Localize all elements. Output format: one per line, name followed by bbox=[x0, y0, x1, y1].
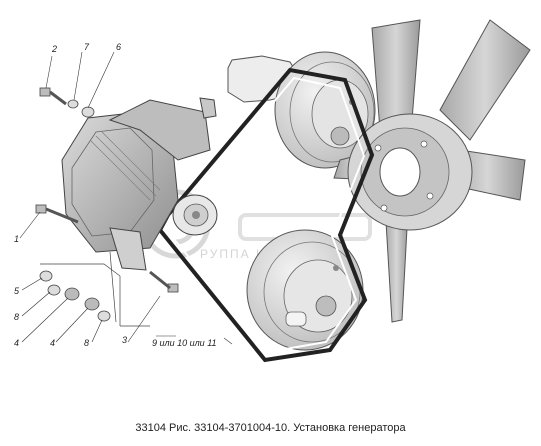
fan bbox=[333, 19, 531, 323]
callout-4-left: 4 bbox=[14, 338, 19, 348]
nut-4-bottom bbox=[84, 297, 100, 311]
callout-3: 3 bbox=[122, 335, 127, 345]
callout-9-10-11: 9 или 10 или 11 bbox=[152, 338, 217, 348]
callout-1: 1 bbox=[14, 234, 19, 244]
callouts: 1 2 3 4 4 5 6 7 8 8 9 или 10 или 11 bbox=[14, 42, 217, 348]
guide-lines bbox=[40, 251, 233, 345]
callout-4-right: 4 bbox=[50, 338, 55, 348]
nut-4-top bbox=[64, 287, 80, 301]
bolt-3 bbox=[149, 270, 179, 293]
callout-8-right: 8 bbox=[84, 338, 89, 348]
bolt-1 bbox=[35, 204, 79, 224]
washer-8-bottom bbox=[97, 310, 111, 322]
figure-caption: 33104 Рис. 33104-3701004-10. Установка г… bbox=[135, 422, 406, 434]
callout-5: 5 bbox=[14, 286, 20, 296]
callout-8-left: 8 bbox=[14, 312, 19, 322]
washer-5 bbox=[39, 270, 53, 282]
callout-2: 2 bbox=[51, 44, 57, 54]
washer-7 bbox=[67, 99, 79, 109]
leader-lines bbox=[19, 51, 176, 343]
callout-7: 7 bbox=[84, 42, 90, 52]
bolt-2 bbox=[39, 87, 67, 106]
generator-pulley bbox=[172, 194, 218, 236]
washer-6 bbox=[81, 106, 95, 118]
crankshaft-pulley bbox=[246, 229, 364, 351]
v-belt bbox=[157, 67, 375, 363]
water-pump-pulley bbox=[274, 51, 376, 169]
washer-8-top bbox=[47, 284, 61, 296]
callout-6: 6 bbox=[116, 42, 121, 52]
generator bbox=[61, 97, 217, 271]
fasteners bbox=[35, 87, 179, 322]
